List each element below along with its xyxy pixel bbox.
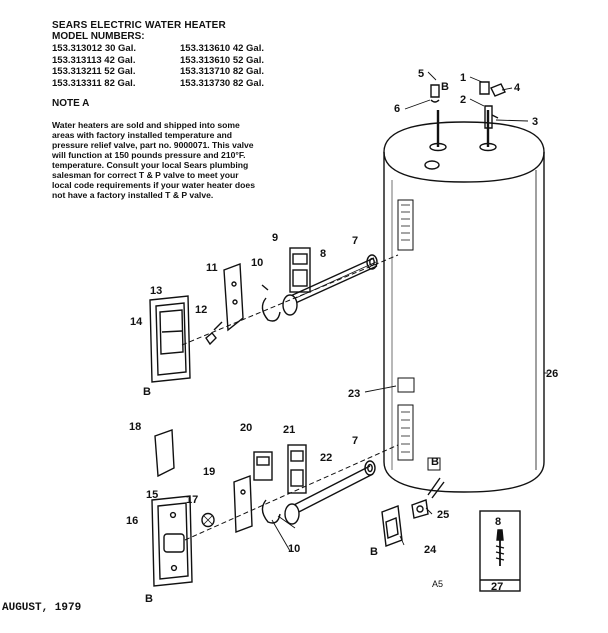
callout-18: 18 xyxy=(129,421,141,433)
diagram-title: SEARS ELECTRIC WATER HEATER xyxy=(52,20,226,31)
callout-11: 11 xyxy=(206,262,218,274)
inset-label-bottom: 27 xyxy=(491,581,503,593)
callout-4: 4 xyxy=(514,82,521,94)
drain-valve-parts xyxy=(381,477,445,547)
callout-21: 21 xyxy=(283,424,295,436)
model-number: 153.313610 42 Gal. xyxy=(180,43,264,54)
model-number: 153.313012 30 Gal. xyxy=(52,43,136,54)
note-line: not have a factory installed T & P valve… xyxy=(52,190,214,200)
leader-lines xyxy=(271,71,548,552)
callout-b-top: B xyxy=(441,81,449,93)
callout-b-tank: B xyxy=(431,456,439,468)
callout-14: 14 xyxy=(130,316,143,328)
model-numbers-heading: MODEL NUMBERS: xyxy=(52,31,145,42)
model-number: 153.313730 82 Gal. xyxy=(180,77,264,89)
model-column-left: 153.313012 30 Gal. 153.313113 42 Gal. 15… xyxy=(52,43,136,89)
callout-17: 17 xyxy=(186,494,198,506)
footer-date: AUGUST, 1979 xyxy=(2,602,82,614)
model-number: 153.313610 52 Gal. xyxy=(180,54,264,66)
note-line: salesman for correct T & P valve to meet… xyxy=(52,170,239,180)
note-line: Water heaters are sold and shipped into … xyxy=(52,120,240,130)
callout-10-lower: 10 xyxy=(288,543,300,555)
callout-24: 24 xyxy=(424,544,437,556)
note-line: temperature. Consult your local Sears pl… xyxy=(52,160,249,170)
callout-22: 22 xyxy=(320,452,332,464)
model-number: 153.313311 82 Gal. xyxy=(52,77,136,89)
callout-20: 20 xyxy=(240,422,252,434)
inset-label-top: 8 xyxy=(495,516,501,528)
callout-13: 13 xyxy=(150,285,162,297)
callout-12: 12 xyxy=(195,304,207,316)
callout-2: 2 xyxy=(460,94,466,106)
note-text: Water heaters are sold and shipped into … xyxy=(52,120,306,200)
callout-7-lower: 7 xyxy=(352,435,358,447)
callout-23: 23 xyxy=(348,388,360,400)
callout-26: 26 xyxy=(546,368,558,380)
model-column-right: 153.313610 42 Gal. 153.313610 52 Gal. 15… xyxy=(180,43,264,89)
water-heater-tank xyxy=(383,110,545,493)
callout-25: 25 xyxy=(437,509,449,521)
inset-screw-box xyxy=(479,510,521,592)
model-number: 153.313211 52 Gal. xyxy=(52,66,136,77)
callout-19: 19 xyxy=(203,466,215,478)
callout-9: 9 xyxy=(272,232,278,244)
top-fittings xyxy=(430,81,506,129)
lower-element-assembly xyxy=(151,429,399,587)
model-number: 153.313710 82 Gal. xyxy=(180,66,264,77)
callout-b-lower-cover: B xyxy=(145,593,153,605)
callout-b-upper-cover: B xyxy=(143,386,151,398)
note-line: will function at 150 pounds pressure and… xyxy=(52,150,246,160)
note-line: local code requirements if your water he… xyxy=(52,180,255,190)
part-callouts: 5 1 4 2 6 3 B 9 7 8 11 10 13 12 14 B 26 … xyxy=(126,68,558,605)
callout-15: 15 xyxy=(146,489,158,501)
callout-7-upper: 7 xyxy=(352,235,358,247)
callout-8: 8 xyxy=(320,248,326,260)
callout-3: 3 xyxy=(532,116,538,128)
note-line: pressure relief valve, part no. 9000071.… xyxy=(52,140,254,150)
model-number: 153.313113 42 Gal. xyxy=(52,54,136,66)
callout-5: 5 xyxy=(418,68,424,80)
callout-b-drain: B xyxy=(370,546,378,558)
note-line: areas with factory installed temperature… xyxy=(52,130,233,140)
callout-6: 6 xyxy=(394,103,400,115)
callout-10-upper: 10 xyxy=(251,257,263,269)
callout-1: 1 xyxy=(460,72,466,84)
page-code: A5 xyxy=(432,579,444,589)
note-heading: NOTE A xyxy=(52,98,90,109)
upper-element-assembly xyxy=(149,247,399,383)
callout-16: 16 xyxy=(126,515,138,527)
